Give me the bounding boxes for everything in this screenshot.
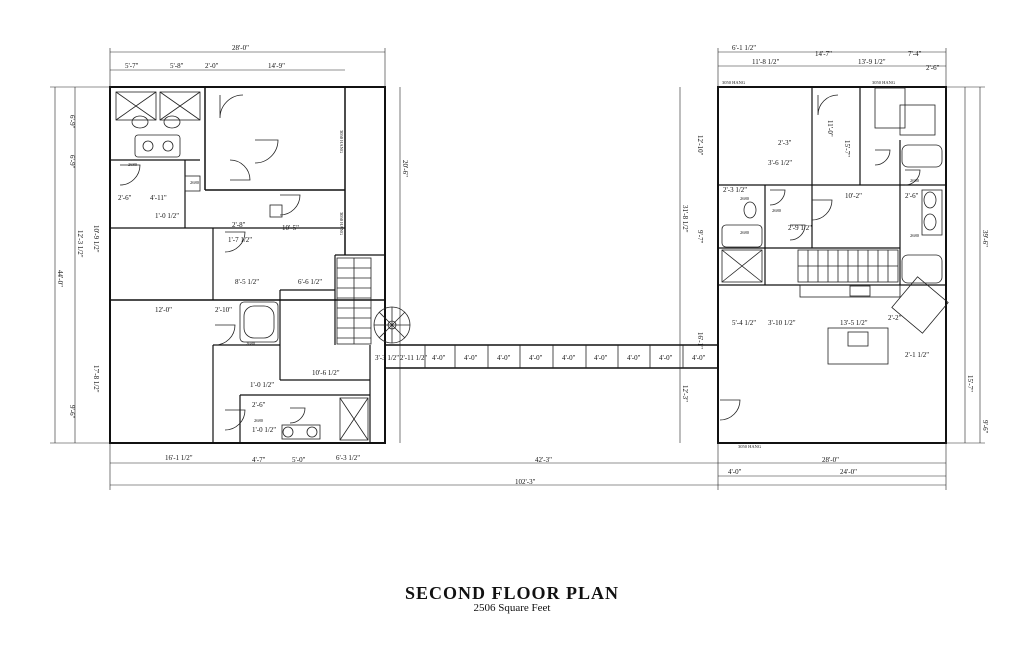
door-label-1: 2680	[190, 180, 200, 185]
dim-right-vert-6: 12'-3"	[681, 385, 689, 402]
dim-int-6: 6'-6 1/2"	[298, 278, 322, 286]
dim-left-vert-5: 10'-9 1/2"	[92, 225, 100, 253]
dim-int-20: 3'-6 1/2"	[768, 159, 792, 167]
dim-int-22: 2'-2"	[888, 314, 902, 322]
dim-int-23: 2'-1 1/2"	[905, 351, 929, 359]
dim-left-vert-7: 9'-6"	[68, 405, 76, 419]
window-label-4: 3050 HANG	[339, 130, 344, 154]
plan-subtitle: 2506 Square Feet	[473, 602, 551, 614]
dim-left-top-1: 5'-7"	[125, 62, 139, 70]
door-label-3: 2680	[246, 341, 256, 346]
window-label-2: 3050 HANG	[872, 80, 896, 85]
door-label-6: 2680	[740, 230, 750, 235]
dim-int-18: 13'-5 1/2"	[840, 319, 868, 327]
door-label-8: 2680	[772, 208, 782, 213]
dim-overall: 102'-3"	[515, 478, 536, 486]
dim-right-vert-4: 9'-7"	[696, 230, 704, 244]
dim-bottom-right: 28'-0"	[822, 456, 839, 464]
dim-int-13: 2'-6"	[252, 401, 266, 409]
bridge-walkway	[385, 344, 718, 369]
dim-right-vert-8: 15'-7"	[966, 375, 974, 392]
dim-bottom-left-4: 6'-3 1/2"	[336, 454, 360, 462]
dim-bridge-3: 4'-0"	[432, 354, 446, 362]
plan-title: SECOND FLOOR PLAN	[404, 583, 619, 603]
left-wing	[109, 86, 411, 444]
dim-right-vert-3: 12'-10"	[696, 135, 704, 156]
dim-int-24: 2'-3"	[778, 139, 792, 147]
door-label-4: 2680	[254, 418, 264, 423]
dim-int-3: 2'-8"	[232, 221, 246, 229]
dim-bottom-mid: 42'-3"	[535, 456, 552, 464]
dim-left-top-3: 2'-0"	[205, 62, 219, 70]
dim-left-overall: 28'-0"	[232, 44, 249, 52]
dim-left-vert-2: 12'-3 1/2"	[76, 230, 84, 258]
door-label-9: 2680	[910, 178, 920, 183]
dim-int-4: 1'-7 1/2"	[228, 236, 252, 244]
dim-bottom-right2-2: 24'-0"	[840, 468, 857, 476]
dim-bridge-2: 2'-11 1/2"	[400, 354, 428, 362]
door-label-7: 2680	[910, 233, 920, 238]
dim-int-16: 5'-4 1/2"	[732, 319, 756, 327]
dim-int-9: 2'-6"	[118, 194, 132, 202]
dim-right-vert-1: 31'-8 1/2"	[681, 205, 689, 233]
dim-int-26: 11'-0"	[826, 120, 834, 137]
dim-bridge-9: 4'-0"	[627, 354, 641, 362]
right-wing	[717, 86, 949, 444]
dim-bridge-5: 4'-0"	[497, 354, 511, 362]
dim-right-top-e: 13'-9 1/2"	[858, 58, 886, 66]
dim-right-top-c: 7'-4"	[908, 50, 922, 58]
dim-bridge-1: 3'-3 1/2"	[375, 354, 399, 362]
dim-bottom-left-1: 16'-1 1/2"	[165, 454, 193, 462]
dim-right-vert-5: 16'-1"	[696, 332, 704, 349]
dim-int-5: 8'-5 1/2"	[235, 278, 259, 286]
dim-right-vert-7: 39'-6"	[981, 230, 989, 247]
door-label-2: 2680	[128, 162, 138, 167]
dim-int-17: 3'-10 1/2"	[768, 319, 796, 327]
dim-int-19: 2'-3 1/2"	[723, 186, 747, 194]
dim-int-8: 4'-11"	[150, 194, 167, 202]
window-label-3: 3050 HANG	[738, 444, 762, 449]
window-label-5: 3050 HANG	[339, 212, 344, 236]
dim-right-top-b: 14'-7"	[815, 50, 832, 58]
dim-bridge-4: 4'-0"	[464, 354, 478, 362]
dim-bridge-7: 4'-0"	[562, 354, 576, 362]
door-label-5: 2680	[740, 196, 750, 201]
dim-bridge-11: 4'-0"	[692, 354, 706, 362]
dim-left-vert-4: 6'-9"	[68, 155, 76, 169]
dim-right-top-f: 2'-6"	[926, 64, 940, 72]
dim-int-12: 1'-0 1/2"	[250, 381, 274, 389]
dim-right-vert-2: 20'-6"	[401, 160, 409, 177]
dim-int-21: 2'-9 1/2"	[788, 224, 812, 232]
dim-bridge-8: 4'-0"	[594, 354, 608, 362]
dim-right-top-a: 6'-1 1/2"	[732, 44, 756, 52]
window-label-1: 3050 HANG	[722, 80, 746, 85]
dim-int-1: 12'-0"	[155, 306, 172, 314]
dim-int-10: 1'-0 1/2"	[155, 212, 179, 220]
dim-int-14: 1'-0 1/2"	[252, 426, 276, 434]
dim-bottom-right2-1: 4'-0"	[728, 468, 742, 476]
dim-left-top-4: 14'-9"	[268, 62, 285, 70]
dim-left-top-2: 5'-8"	[170, 62, 184, 70]
dim-bridge-10: 4'-0"	[659, 354, 673, 362]
dim-bottom-left-3: 5'-0"	[292, 456, 306, 464]
title-block: SECOND FLOOR PLAN 2506 Square Feet	[0, 583, 1024, 614]
dim-int-11: 2'-10"	[215, 306, 232, 314]
dim-int-2: 10'-5"	[282, 224, 299, 232]
dim-int-15: 10'-2"	[845, 192, 862, 200]
dimension-lines	[50, 48, 985, 490]
dim-bridge-6: 4'-0"	[529, 354, 543, 362]
dim-left-vert-3: 6'-9"	[68, 115, 76, 129]
dim-int-7: 10'-6 1/2"	[312, 369, 340, 377]
dim-left-vert-1: 44'-0"	[56, 270, 64, 287]
dim-int-25: 2'-6"	[905, 192, 919, 200]
dim-left-vert-6: 17'-8 1/2"	[92, 365, 100, 393]
dim-right-top-d: 11'-8 1/2"	[752, 58, 780, 66]
dim-right-vert-9: 9'-6"	[981, 420, 989, 434]
dim-int-27: 15'-7"	[843, 140, 851, 157]
dim-bottom-left-2: 4'-7"	[252, 456, 266, 464]
